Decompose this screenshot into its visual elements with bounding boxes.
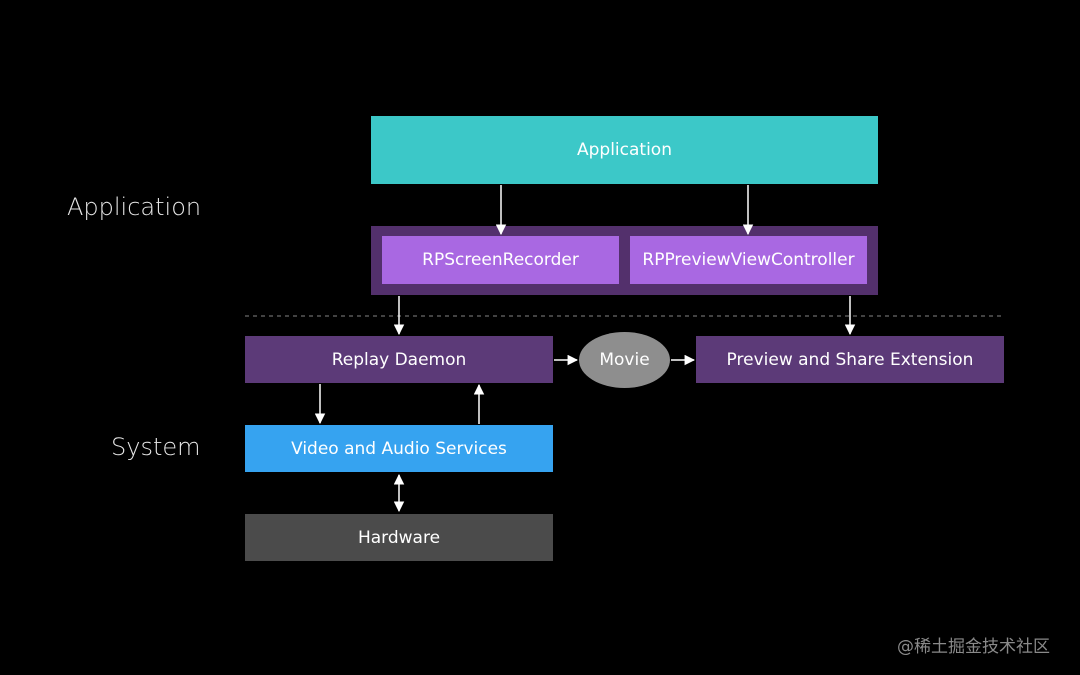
video-audio-services-box: Video and Audio Services <box>245 425 553 472</box>
replay-daemon-box: Replay Daemon <box>245 336 553 383</box>
rp-preview-view-controller-box: RPPreviewViewController <box>630 236 867 284</box>
rp-screen-recorder-box: RPScreenRecorder <box>382 236 619 284</box>
hardware-box: Hardware <box>245 514 553 561</box>
watermark-text: @稀土掘金技术社区 <box>897 637 1050 657</box>
movie-ellipse: Movie <box>579 332 670 388</box>
application-box: Application <box>371 116 878 184</box>
preview-share-extension-box: Preview and Share Extension <box>696 336 1004 383</box>
application-layer-label: Application <box>67 193 202 221</box>
system-layer-label: System <box>111 433 201 461</box>
